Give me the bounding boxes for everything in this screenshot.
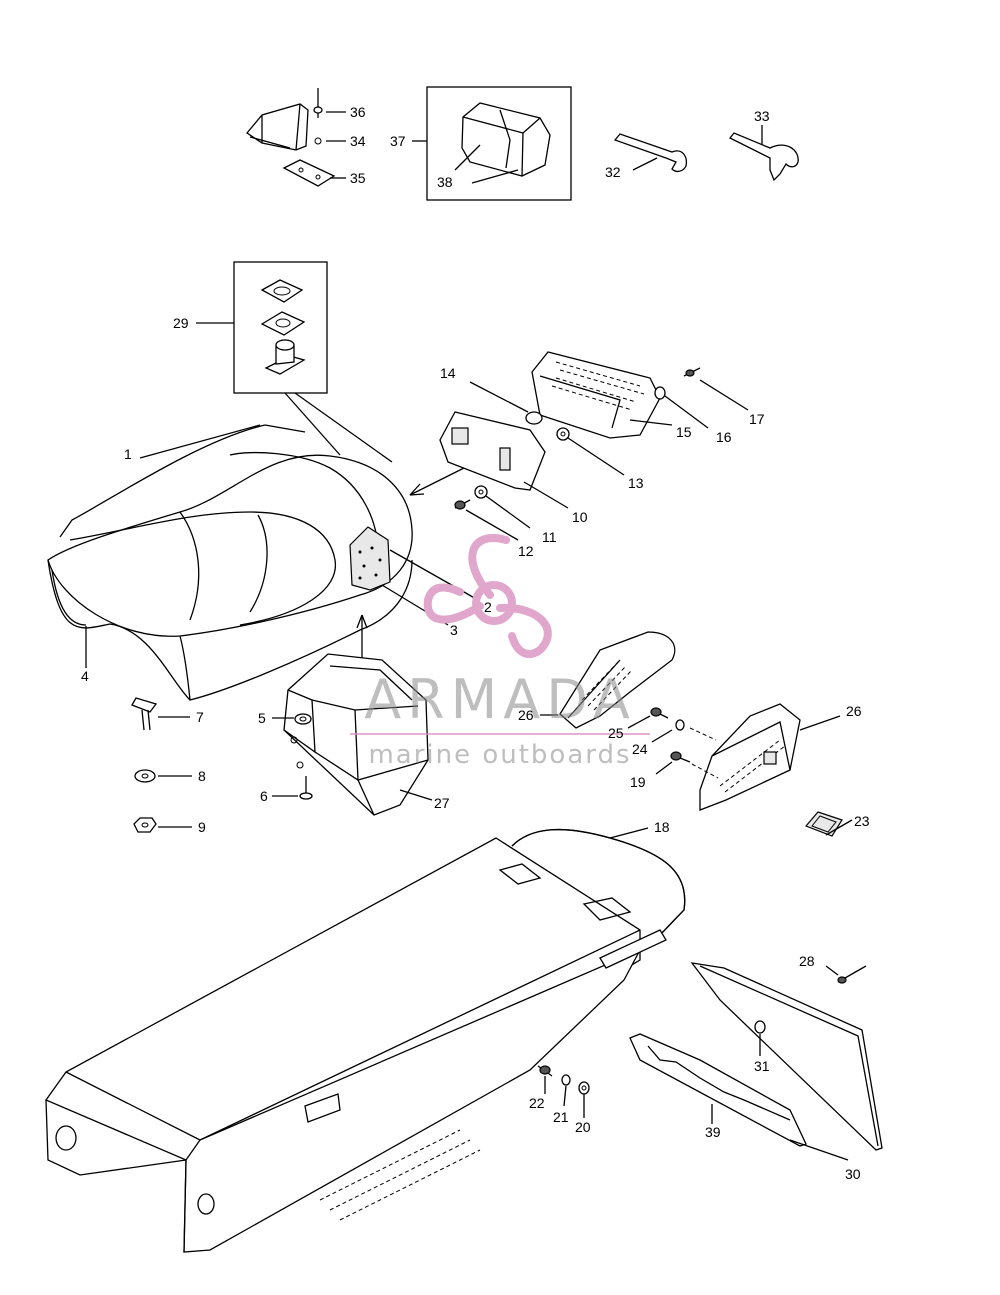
callout-10: 10 (572, 509, 588, 525)
spacer-5 (294, 713, 312, 725)
washer-21 (561, 1074, 571, 1086)
seat-1 (47, 424, 413, 701)
washer-11 (474, 485, 488, 499)
callout-7: 7 (196, 709, 204, 725)
reflector-23 (804, 811, 843, 837)
callout-9: 9 (198, 819, 206, 835)
rivet-28 (837, 965, 867, 984)
handle-cap-26-left (559, 631, 676, 729)
armada-watermark: ARMADA marine outboards (350, 534, 650, 770)
screw-12 (454, 499, 471, 510)
callout-6: 6 (260, 788, 268, 804)
watermark-brand: ARMADA (364, 668, 636, 731)
washer-24 (675, 719, 685, 731)
washer-8 (134, 769, 156, 783)
callout-29: 29 (173, 315, 189, 331)
callout-11: 11 (542, 529, 557, 545)
callout-20: 20 (575, 1119, 591, 1135)
callout-16: 16 (716, 429, 732, 445)
callout-18: 18 (654, 819, 670, 835)
callout-13: 13 (628, 475, 644, 491)
callout-17: 17 (749, 411, 765, 427)
screw-6 (299, 776, 313, 800)
cushion-kit-29 (260, 279, 306, 375)
screw-19 (670, 751, 691, 763)
callout-30: 30 (845, 1166, 861, 1182)
callout-15: 15 (676, 424, 692, 440)
plate-35 (282, 159, 336, 187)
seat-cover-38 (461, 102, 551, 177)
nut-9 (133, 817, 157, 833)
taillight-lens-15 (531, 351, 661, 439)
callout-2: 2 (484, 599, 492, 615)
taillight-base-10 (439, 411, 546, 491)
washer-13 (556, 427, 570, 441)
flap-30 (690, 962, 883, 1151)
callout-5: 5 (258, 710, 266, 726)
callout-12: 12 (518, 543, 534, 559)
callout-21: 21 (553, 1109, 569, 1125)
callout-28: 28 (799, 953, 815, 969)
callout-8: 8 (198, 768, 206, 784)
reflector-3 (349, 526, 391, 591)
callout-14: 14 (440, 365, 456, 381)
rivet-31 (754, 1020, 766, 1034)
callout-3: 3 (450, 622, 458, 638)
callout-27: 27 (434, 795, 450, 811)
callout-34: 34 (350, 133, 366, 149)
screw-17 (683, 367, 701, 377)
washer-16 (654, 386, 666, 400)
flap-bracket-39 (629, 1033, 807, 1147)
nut-20 (578, 1081, 590, 1095)
bracket-34 (246, 103, 322, 151)
propeller-logo-icon (423, 534, 552, 658)
screw-36 (313, 88, 323, 118)
callout-24: 24 (632, 741, 648, 757)
screw-25 (650, 707, 669, 719)
callout-36: 36 (350, 104, 366, 120)
callout-38: 38 (437, 174, 453, 190)
tbolt-7 (131, 697, 158, 731)
kit-box-29 (233, 261, 328, 394)
callout-25: 25 (608, 725, 624, 741)
kit-box-37 (426, 86, 572, 201)
callout-22: 22 (529, 1095, 545, 1111)
bulb-14 (525, 411, 543, 425)
callout-37: 37 (390, 133, 406, 149)
rear-frame (45, 837, 642, 1253)
callout-1: 1 (124, 446, 132, 462)
callout-31: 31 (754, 1058, 770, 1074)
callout-39: 39 (705, 1124, 721, 1140)
callout-19: 19 (630, 774, 646, 790)
wrench-33 (728, 132, 799, 182)
callout-26-right: 26 (846, 703, 862, 719)
callout-33: 33 (754, 108, 770, 124)
callout-32: 32 (605, 164, 621, 180)
callout-35: 35 (350, 170, 366, 186)
wrench-32 (613, 133, 688, 173)
callout-4: 4 (81, 668, 89, 684)
callout-23: 23 (854, 813, 870, 829)
screw-22 (537, 1065, 553, 1077)
grab-bar-18 (511, 829, 686, 969)
callout-26-left: 26 (518, 707, 534, 723)
watermark-tagline: marine outboards (368, 740, 631, 770)
handle-cap-26-right (699, 703, 801, 811)
